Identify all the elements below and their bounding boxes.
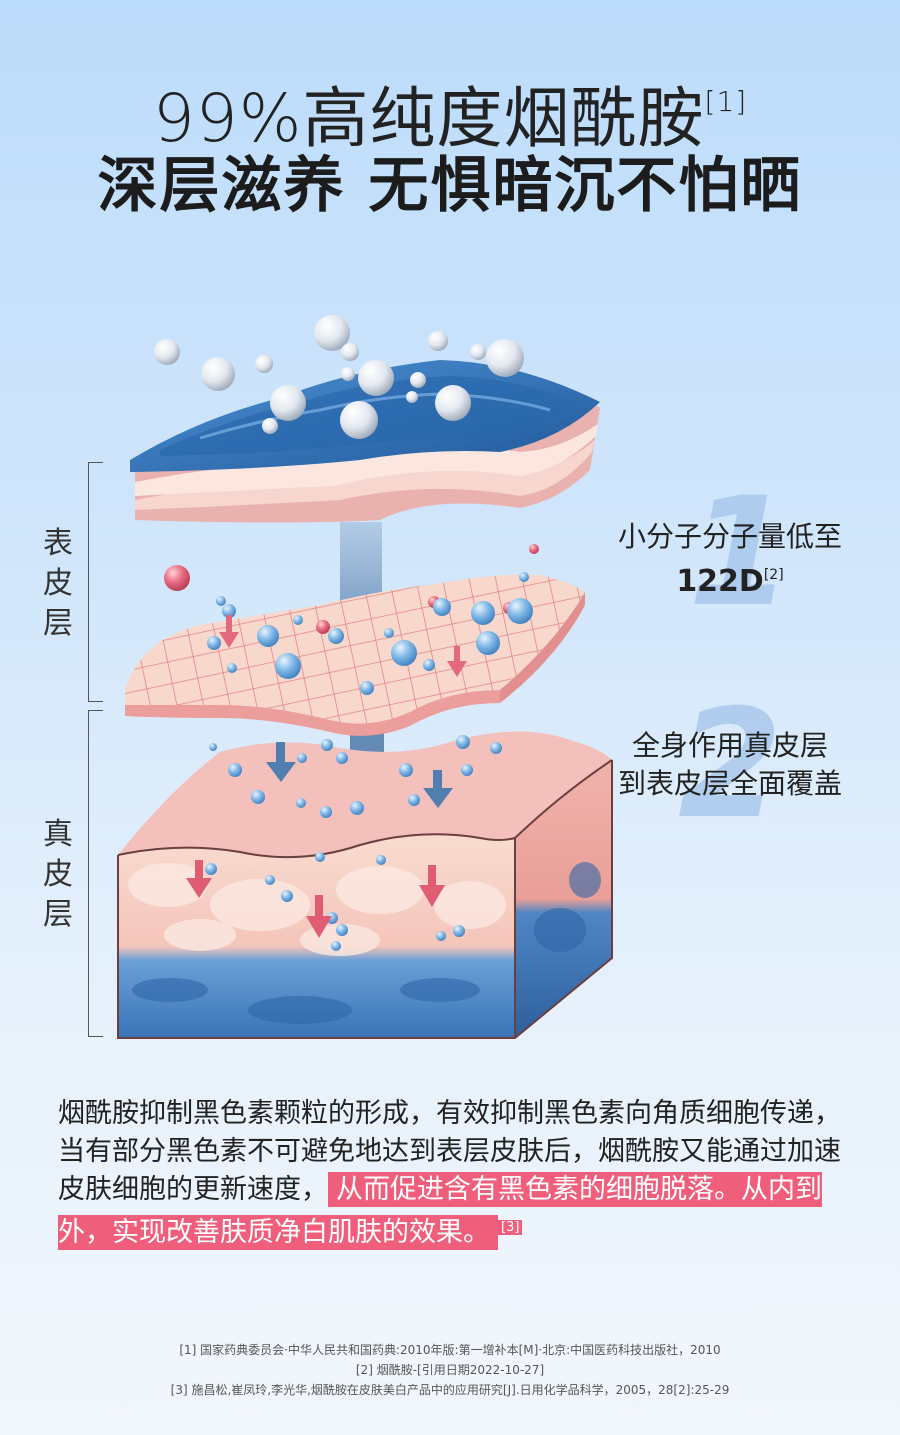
nicotinamide-molecules: [154, 315, 524, 439]
skin-layers-illustration: [117, 315, 613, 1039]
dermis-label: 真 皮 层: [43, 817, 73, 932]
description-text: 烟酰胺抑制黑色素颗粒的形成，有效抑制黑色素向角质细胞传递，当有部分黑色素不可避免…: [58, 1098, 841, 1205]
reference-1: [1] 国家药典委员会·中华人民共和国药典:2010年版:第一增补本[M]·北京…: [179, 1343, 721, 1357]
feature-2-text: 全身作用真皮层 到表皮层全面覆盖: [580, 727, 880, 803]
down-arrow-icon: [186, 742, 453, 938]
page-title: 99%高纯度烟酰胺[1]: [0, 62, 900, 159]
feature-1-ref: [2]: [763, 567, 784, 583]
epidermis-grid-sheet: [125, 574, 585, 736]
title-main: 99%高纯度烟酰胺: [152, 80, 705, 157]
reference-3: [3] 施昌松,崔凤玲,李光华,烟酰胺在皮肤美白产品中的应用研究[J].日用化学…: [170, 1383, 730, 1397]
dermis-molecules: [205, 735, 502, 951]
epidermis-bracket: [88, 462, 103, 702]
feature-2-line2: 到表皮层全面覆盖: [617, 767, 842, 800]
description-paragraph: 烟酰胺抑制黑色素颗粒的形成，有效抑制黑色素向角质细胞传递，当有部分黑色素不可避免…: [58, 1095, 858, 1252]
epidermis-label: 表 皮 层: [43, 526, 73, 641]
feature-1-value: 122D: [676, 564, 764, 599]
dermis-bracket: [88, 710, 103, 1037]
feature-number-2: 2: [678, 678, 783, 852]
dermis-block: [117, 731, 613, 1039]
references: [1] 国家药典委员会·中华人民共和国药典:2010年版:第一增补本[M]·北京…: [0, 1340, 900, 1400]
reference-2: [2] 烟酰胺-[引用日期2022-10-27]: [355, 1363, 545, 1377]
title-ref: [1]: [704, 85, 748, 118]
description-ref: [3]: [498, 1220, 523, 1235]
feature-1-text: 小分子分子量低至 122D[2]: [580, 518, 880, 601]
penetrating-molecules: [164, 544, 539, 695]
feature-1-line1: 小分子分子量低至: [617, 520, 842, 553]
down-arrow-icon: [219, 615, 467, 677]
page-subtitle: 深层滋养 无惧暗沉不怕晒: [97, 151, 803, 221]
feature-2-line1: 全身作用真皮层: [631, 729, 828, 762]
feature-number-1: 1: [688, 466, 793, 640]
